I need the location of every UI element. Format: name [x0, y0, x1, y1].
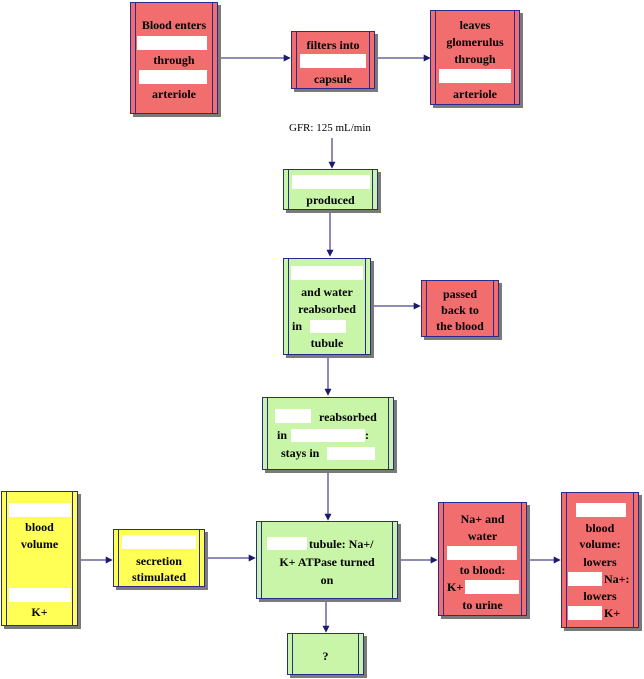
node-water-reabsorbed-tubule: and water reabsorbed in tubule — [283, 258, 371, 355]
node-text: ? — [322, 649, 329, 663]
node-text: tubule: Na+/ — [309, 537, 374, 551]
blank-box — [139, 70, 207, 84]
blank-box — [291, 266, 363, 280]
node-text: reabsorbed — [298, 302, 356, 316]
blank-box — [576, 503, 626, 517]
node-text: the blood — [436, 319, 484, 333]
node-text: reabsorbed — [319, 410, 377, 424]
blank-box — [439, 69, 511, 83]
node-text: through — [153, 53, 195, 67]
node-leaves-glomerulus: leaves glomerulus through arteriole — [430, 10, 520, 105]
blank-box — [275, 409, 311, 423]
node-text: arteriole — [152, 87, 196, 101]
node-blood-enters: Blood enters through arteriole — [130, 2, 218, 114]
blank-box — [291, 429, 365, 442]
node-text: to blood: — [459, 563, 506, 577]
node-text: K+ ATPase turned — [279, 555, 375, 569]
gfr-label: GFR: 125 mL/min — [289, 122, 371, 134]
node-text: K+ — [31, 605, 48, 619]
node-text: Blood enters — [141, 18, 207, 32]
blank-box — [9, 503, 71, 517]
node-text: arteriole — [453, 87, 497, 101]
blank-box — [137, 36, 207, 50]
node-text: blood — [25, 520, 54, 534]
node-text: passed — [442, 287, 477, 301]
node-text: tubule — [310, 336, 344, 350]
node-text: K+ — [604, 606, 621, 620]
node-atpase-on: tubule: Na+/ K+ ATPase turned on — [256, 521, 398, 599]
node-text: to urine — [462, 598, 503, 612]
node-text: leaves — [459, 18, 491, 32]
node-text: volume — [20, 537, 59, 551]
node-text: in — [292, 319, 303, 333]
node-secretion-stimulated: secretion stimulated — [113, 529, 205, 587]
node-na-water: Na+ and water to blood: K+ to urine — [438, 502, 527, 616]
node-text: through — [454, 52, 496, 66]
node-text: in — [277, 428, 288, 442]
blank-box — [447, 546, 517, 560]
node-blood-volume: blood volume K+ — [1, 491, 78, 626]
node-text: glomerulus — [446, 35, 504, 49]
node-text: K+ — [447, 580, 464, 594]
node-text: volume: — [579, 537, 621, 551]
blank-box — [292, 175, 370, 189]
node-passed-back: passed back to the blood — [421, 280, 499, 337]
node-result: blood volume: lowers Na+: lowers K+ — [561, 492, 639, 628]
node-text: : — [365, 428, 369, 442]
node-text: filters into — [306, 38, 360, 52]
node-produced: produced — [283, 169, 378, 210]
node-question: ? — [287, 633, 364, 675]
node-reabsorbed-stays: reabsorbed in : stays in — [262, 397, 394, 470]
blank-box — [568, 606, 602, 620]
node-text: Na+ and — [460, 512, 505, 526]
blank-box — [327, 447, 375, 460]
blank-box — [300, 54, 366, 68]
node-text: and water — [301, 285, 353, 299]
blank-box — [122, 535, 196, 549]
blank-box — [267, 537, 307, 550]
node-text: lowers — [583, 555, 617, 569]
node-text: produced — [306, 193, 355, 207]
node-text: blood — [585, 521, 615, 535]
node-text: stimulated — [132, 570, 186, 584]
blank-box — [465, 580, 519, 594]
node-text: Na+: — [604, 572, 630, 586]
blank-box — [9, 588, 71, 602]
node-text: secretion — [136, 554, 182, 568]
node-text: on — [320, 573, 334, 587]
node-text: lowers — [583, 589, 617, 603]
node-filters-capsule: filters into capsule — [291, 31, 375, 89]
node-text: back to — [441, 303, 479, 317]
node-text: stays in — [281, 446, 320, 460]
blank-box — [568, 572, 602, 586]
node-text: water — [467, 529, 498, 543]
node-text: capsule — [313, 72, 352, 86]
blank-box — [310, 320, 346, 333]
